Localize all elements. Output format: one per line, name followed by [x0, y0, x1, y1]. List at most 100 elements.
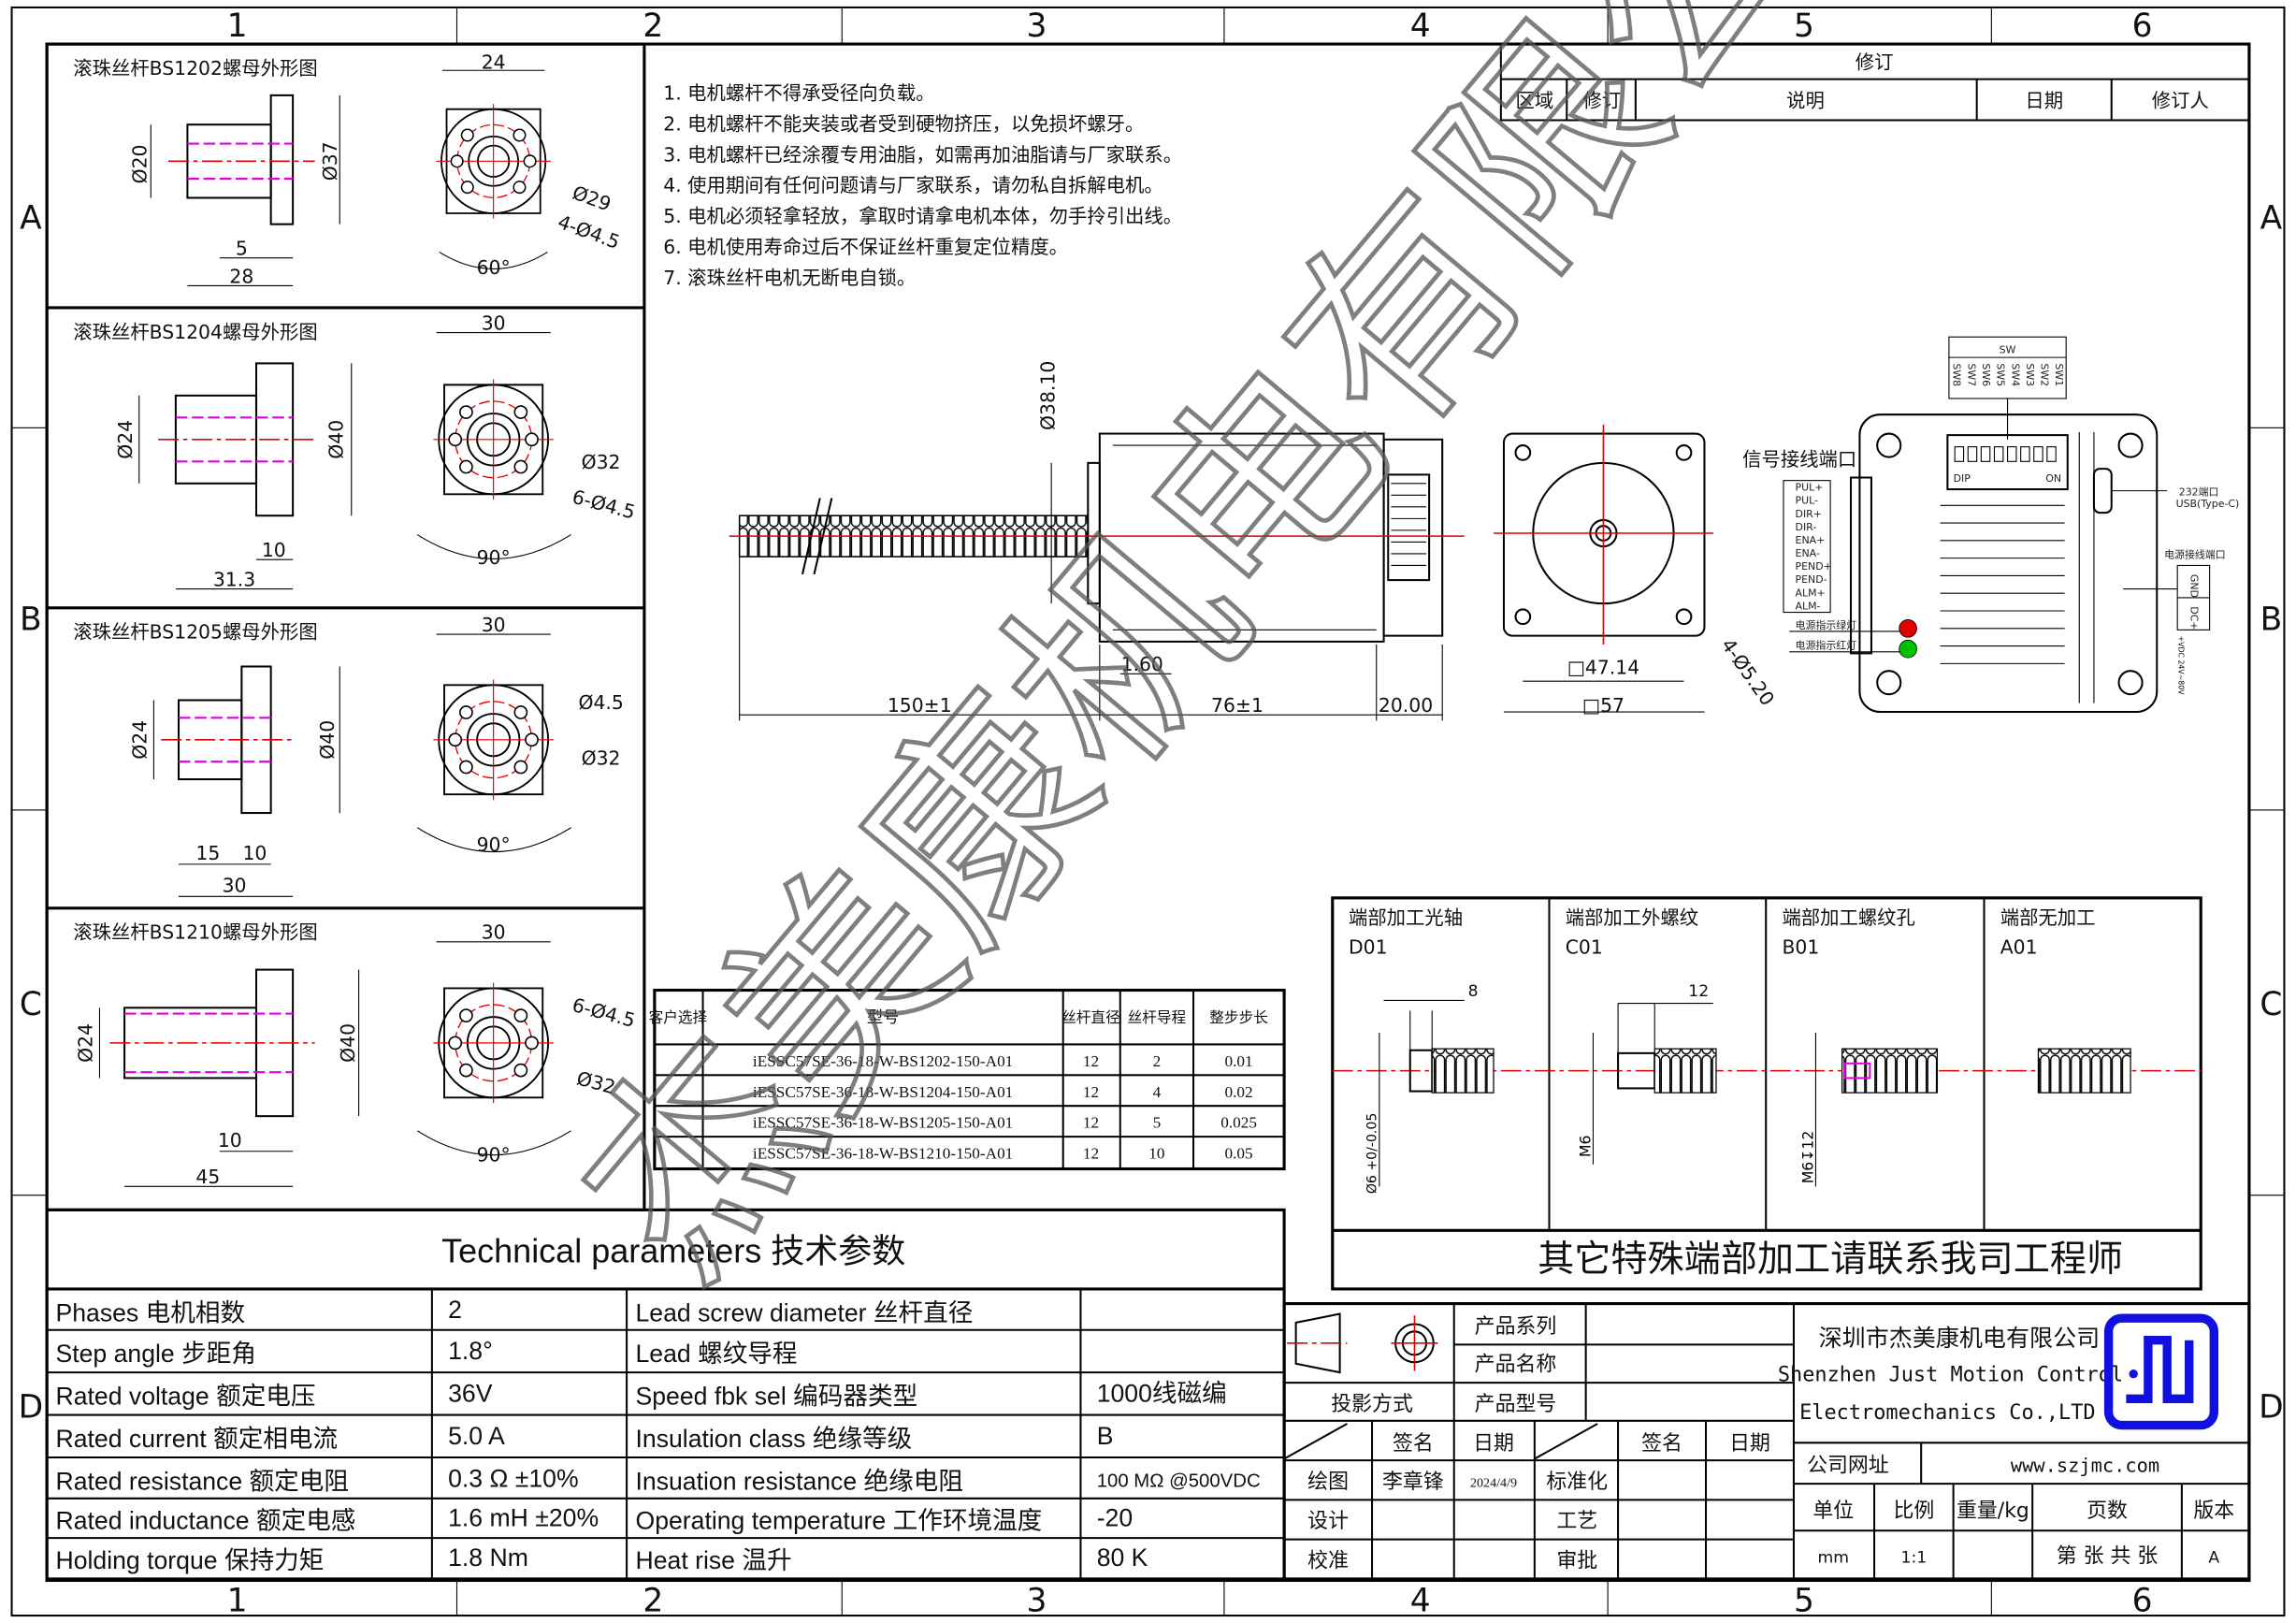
dip-switch-label: SW6 — [1980, 363, 1992, 386]
signal-pin: DIR- — [1796, 521, 1817, 533]
approve-label: 审批 — [1556, 1549, 1597, 1572]
nut-view-title: 滚珠丝杆BS1202螺母外形图 — [73, 57, 317, 80]
power-port-label: 电源接线端口 — [2164, 548, 2226, 561]
param-value: -20 — [1097, 1504, 1133, 1532]
zone-labels: 1 2 3 4 5 6 1 2 3 4 5 6 A B C D A B C D — [19, 7, 2284, 1619]
dip-switch-labels: SW8 SW7 SW6 SW5 SW4 SW3 SW2 SW1 — [1951, 363, 2066, 386]
dim-pcd: Ø32 — [582, 451, 621, 473]
zone-col-1: 1 — [227, 7, 248, 45]
param-value: 2 — [448, 1296, 462, 1324]
dip-switch-label: SW1 — [2053, 363, 2065, 386]
dim-holes: 6-Ø4.5 — [570, 485, 638, 524]
dim-holes: 4-Ø4.5 — [555, 210, 623, 254]
param-label: Rated voltage 额定电压 — [55, 1383, 315, 1411]
zone-row-a-right: A — [2260, 199, 2283, 237]
company-name-en-1: Shenzhen Just Motion Control — [1778, 1364, 2123, 1387]
param-label: Lead 螺纹导程 — [636, 1340, 798, 1368]
model-table-row: iESSC57SE-36-18-W-BS1205-150-A01 12 5 0.… — [753, 1114, 1257, 1132]
model-table-header: 丝杆导程 — [1128, 1008, 1187, 1026]
signal-pin: ENA- — [1796, 547, 1820, 559]
zone-row-c-right: C — [2260, 986, 2282, 1023]
step-length: 0.025 — [1220, 1114, 1257, 1132]
nut-view-bs1204: 滚珠丝杆BS1204螺母外形图 Ø24 Ø40 10 31.3 30 Ø32 6… — [73, 312, 638, 590]
dim-body-length: 76±1 — [1211, 694, 1264, 717]
end-option-code: B01 — [1782, 935, 1819, 958]
company-watermark: 杰美康机电有限公司 — [533, 0, 2000, 1323]
tech-param-row: Step angle 步距角 1.8° Lead 螺纹导程 — [55, 1337, 797, 1368]
unit-label: 单位 — [1812, 1500, 1854, 1523]
param-value: B — [1097, 1422, 1114, 1450]
end-option-title: 端部加工光轴 — [1349, 906, 1463, 929]
signal-pin-list: PUL+ PUL- DIR+ DIR- ENA+ ENA- PEND+ PEND… — [1796, 482, 1832, 613]
dip-switch-label: SW7 — [1965, 363, 1977, 386]
model-table-row: iESSC57SE-36-18-W-BS1204-150-A01 12 4 0.… — [753, 1083, 1253, 1101]
dim-len-a: 15 — [195, 842, 220, 864]
dip-switch-label: SW4 — [2009, 363, 2021, 386]
design-label: 设计 — [1307, 1510, 1349, 1533]
end-option-title: 端部无加工 — [2000, 906, 2096, 929]
revision-header: 区域 — [1515, 89, 1553, 111]
led-green — [1899, 639, 1917, 659]
dim-diameter: Ø6 +0/-0.05 — [1365, 1113, 1380, 1194]
model-number: iESSC57SE-36-18-W-BS1205-150-A01 — [753, 1114, 1013, 1132]
zone-col-6-bottom: 6 — [2132, 1582, 2153, 1619]
dim-flange-width: 30 — [482, 614, 506, 636]
end-machining-footer: 其它特殊端部加工请联系我司工程师 — [1538, 1239, 2123, 1281]
dim-thread: M6 — [1576, 1136, 1594, 1157]
revision-header: 修订 — [1583, 89, 1622, 111]
drawn-date: 2024/4/9 — [1470, 1475, 1517, 1490]
zone-col-2-bottom: 2 — [643, 1582, 663, 1619]
sign-header: 签名 — [1641, 1432, 1682, 1456]
note-item: 7. 滚珠丝杆电机无断电自锁。 — [663, 267, 916, 289]
company-name-cn: 深圳市杰美康机电有限公司 — [1819, 1325, 2101, 1352]
tech-param-row: Phases 电机相数 2 Lead screw diameter 丝杆直径 — [55, 1296, 973, 1326]
screw-lead: 4 — [1153, 1083, 1162, 1101]
dim-angle: 90° — [477, 833, 511, 856]
dim-body-dia: Ø20 — [129, 145, 152, 184]
model-number: iESSC57SE-36-18-W-BS1210-150-A01 — [753, 1145, 1013, 1163]
zone-row-d-right: D — [2259, 1389, 2284, 1427]
zone-col-3: 3 — [1027, 7, 1047, 45]
note-item: 4. 使用期间有任何问题请与厂家联系，请勿私自拆解电机。 — [663, 174, 1162, 196]
model-number: iESSC57SE-36-18-W-BS1204-150-A01 — [753, 1083, 1013, 1101]
zone-row-c: C — [20, 986, 42, 1023]
dip-label: DIP — [1954, 472, 1971, 485]
version-value: A — [2208, 1549, 2219, 1568]
param-value: 1.6 mH ±20% — [448, 1504, 599, 1532]
dim-nut-len: 45 — [195, 1166, 220, 1188]
screw-lead: 2 — [1153, 1052, 1162, 1070]
model-table-row: iESSC57SE-36-18-W-BS1210-150-A01 12 10 0… — [753, 1145, 1253, 1163]
dip-switch-label: SW3 — [2024, 363, 2036, 386]
nut-view-bs1205: 滚珠丝杆BS1205螺母外形图 Ø24 Ø40 15 10 30 30 Ø4.5… — [73, 614, 624, 897]
dim-nut-len: 28 — [229, 265, 253, 287]
end-option-code: C01 — [1566, 935, 1603, 958]
note-item: 2. 电机螺杆不能夹装或者受到硬物挤压，以免损坏螺牙。 — [663, 112, 1144, 135]
param-label: Operating temperature 工作环境温度 — [636, 1507, 1043, 1535]
end-option-code: D01 — [1349, 935, 1388, 958]
dim-body-dia: Ø24 — [75, 1023, 97, 1063]
dip-switch-label: SW2 — [2039, 363, 2051, 386]
zone-row-a: A — [20, 199, 42, 237]
website: www.szjmc.com — [2011, 1455, 2159, 1477]
zone-row-b-right: B — [2260, 601, 2283, 638]
tech-param-row: Rated inductance 额定电感 1.6 mH ±20% Operat… — [55, 1504, 1133, 1535]
zone-col-4-bottom: 4 — [1410, 1582, 1431, 1619]
end-option-title: 端部加工螺纹孔 — [1782, 906, 1914, 929]
led-green-label: 电源指示绿灯 — [1796, 618, 1857, 631]
screw-lead: 10 — [1148, 1145, 1164, 1163]
scale-label: 比例 — [1893, 1500, 1934, 1523]
dim-angle: 90° — [477, 1144, 511, 1167]
pages-label: 页数 — [2087, 1500, 2128, 1523]
dim-flange-thk: 5 — [236, 238, 248, 260]
screw-diameter: 12 — [1083, 1083, 1099, 1101]
signal-pin: ALM- — [1796, 600, 1821, 612]
dim-flange-dia: Ø40 — [325, 420, 347, 459]
led-red-label: 电源指示红灯 — [1796, 639, 1857, 652]
zone-col-6: 6 — [2132, 7, 2153, 45]
dim-flange-thk: 10 — [262, 539, 286, 561]
signal-pin: PUL- — [1796, 495, 1819, 507]
param-label: Step angle 步距角 — [55, 1340, 255, 1368]
weight-label: 重量/kg — [1957, 1500, 2029, 1523]
revision-header: 修订人 — [2152, 89, 2209, 111]
end-machining-panel: 端部加工光轴 D01 端部加工外螺纹 C01 端部加工螺纹孔 B01 端部无加工… — [1331, 896, 2202, 1291]
